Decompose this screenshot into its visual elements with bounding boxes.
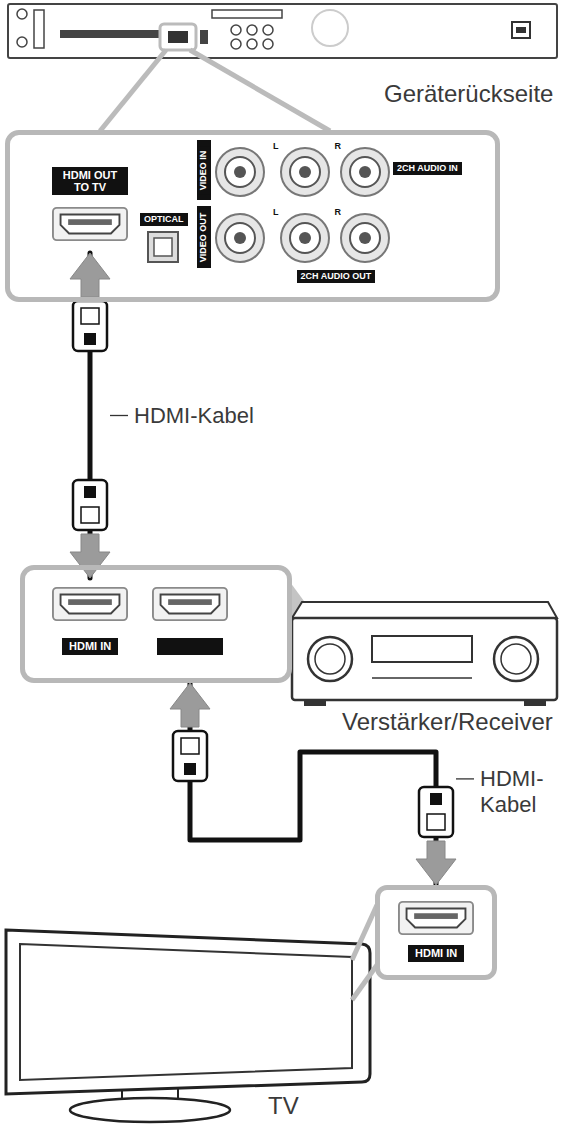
- leader-line: [456, 778, 474, 779]
- hdmi-port: [53, 208, 127, 240]
- callout-line: [190, 50, 330, 131]
- port-label: 2CH AUDIO OUT: [297, 270, 376, 283]
- callout-line: [352, 965, 377, 1000]
- rca-jack: [341, 214, 389, 262]
- rca-jack: [216, 148, 264, 196]
- rca-jack: [281, 214, 329, 262]
- tv: [6, 930, 370, 1122]
- port-label: HDMI IN: [408, 945, 464, 962]
- leader-line: [110, 415, 128, 416]
- port-label: HDMI IN: [62, 638, 118, 655]
- hdmi-port: [399, 902, 473, 934]
- hdmi-port: [53, 588, 127, 620]
- receiver: [292, 602, 557, 706]
- device-label: Geräterückseite: [384, 80, 553, 108]
- rca-jack: [216, 214, 264, 262]
- hdmi-port: [153, 588, 227, 620]
- channel-mark: L: [273, 207, 279, 217]
- device-label: Verstärker/Receiver: [342, 708, 553, 736]
- port-box: HDMI OUT TO TV: [45, 165, 135, 253]
- port-label: HDMI OUT TO TV: [52, 167, 128, 195]
- label-bar: [197, 206, 211, 268]
- label-bar: [157, 638, 223, 655]
- callout-line: [352, 905, 377, 960]
- plug-arrow: [70, 480, 110, 578]
- label-bar: [197, 140, 211, 200]
- cable-label: HDMI-Kabel: [478, 766, 557, 818]
- channel-mark: R: [335, 141, 342, 151]
- callout-line: [100, 50, 166, 131]
- channel-mark: R: [335, 207, 342, 217]
- channel-mark: L: [273, 141, 279, 151]
- plug-arrow: [416, 787, 456, 885]
- device-label: TV: [268, 1092, 299, 1120]
- port-label: OPTICAL: [140, 213, 188, 226]
- device-back: [8, 4, 557, 58]
- optical-port: [148, 232, 178, 262]
- plug-arrow: [70, 253, 110, 351]
- rca-jack: [341, 148, 389, 196]
- cable-label: HDMI-Kabel: [132, 403, 256, 429]
- port-box: HDMI IN: [45, 578, 135, 668]
- plug-arrow: [170, 683, 210, 781]
- port-label: VIDEO IN: [197, 146, 210, 194]
- callout-box: HDMI IN: [375, 885, 497, 980]
- rca-jack: [281, 148, 329, 196]
- callout-box: GeräterückseiteHDMI OUT TO TV: [5, 130, 500, 302]
- port-label: 2CH AUDIO IN: [393, 162, 462, 175]
- callout-box: Verstärker/ReceiverHDMI IN: [20, 565, 292, 683]
- port-label: VIDEO OUT: [197, 208, 210, 266]
